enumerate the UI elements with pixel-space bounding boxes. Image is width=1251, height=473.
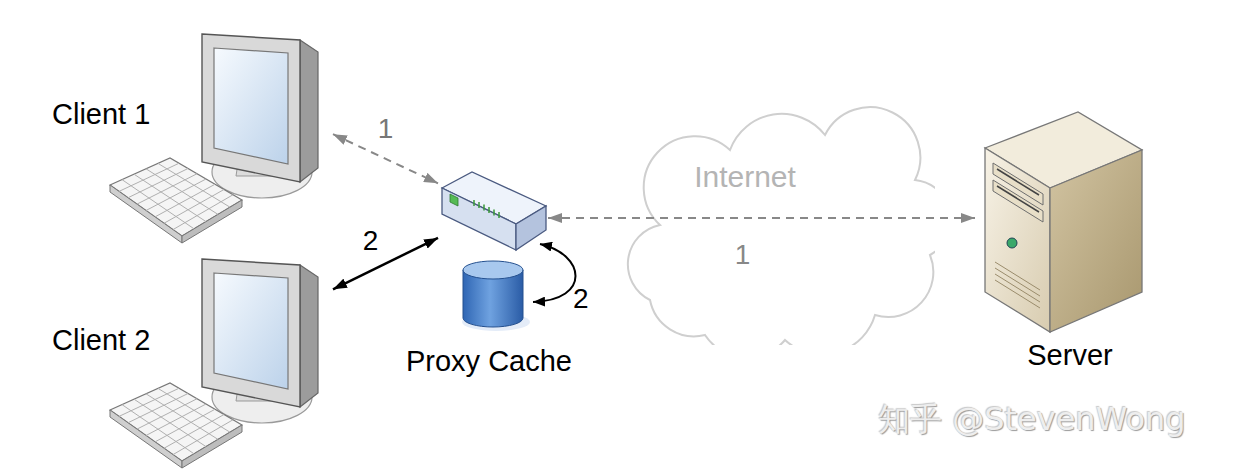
cache-arrow <box>533 244 576 302</box>
server-node: Server <box>975 105 1150 335</box>
proxy-node: Proxy Cache <box>438 165 548 330</box>
edge-number: 1 <box>366 112 406 146</box>
client-computer <box>110 259 318 468</box>
watermark: 知乎 @StevenWong <box>878 400 1238 438</box>
proxy-device <box>442 172 546 250</box>
client-computer <box>110 34 318 243</box>
internet-cloud: Internet <box>590 100 935 345</box>
node-label: Client 2 <box>52 323 192 358</box>
node-label: Server <box>980 338 1160 373</box>
node-label: Internet <box>670 159 820 195</box>
node-label: Proxy Cache <box>369 344 609 379</box>
connector-arrow <box>333 238 438 289</box>
cloud-outline <box>590 100 935 345</box>
cache-cylinder <box>462 261 530 331</box>
client-node: Client 2 <box>108 255 333 470</box>
cloud-shape <box>628 107 935 345</box>
edge-number: 2 <box>351 224 391 258</box>
connector-arrow <box>548 217 975 219</box>
client-node: Client 1 <box>108 30 333 245</box>
edge-number: 1 <box>723 238 763 272</box>
node-label: Client 1 <box>52 97 192 132</box>
callout-number: 2 <box>573 282 603 316</box>
server-tower <box>985 112 1142 332</box>
